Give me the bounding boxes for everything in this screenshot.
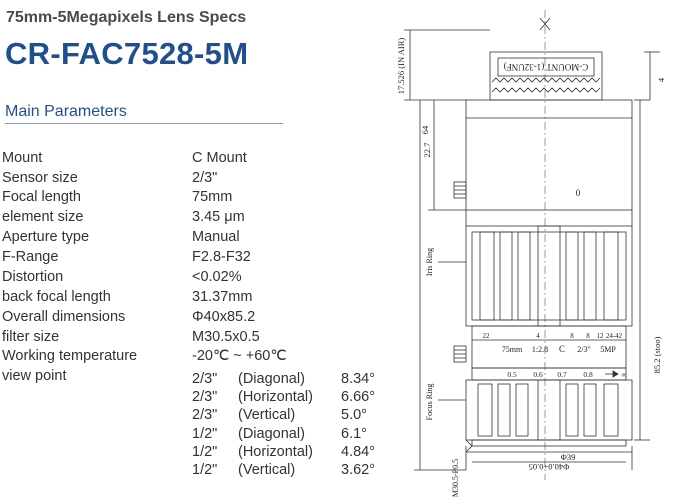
param-label: Focal length (2, 189, 81, 205)
section-heading: Main Parameters (5, 103, 127, 120)
view-angle: 4.84° (341, 444, 376, 460)
lens-marking: C (559, 344, 565, 354)
view-point-label: view point (2, 368, 67, 384)
param-label: Distortion (2, 269, 64, 285)
view-direction: (Vertical) (238, 407, 296, 423)
view-sensor-size: 1/2" (192, 462, 218, 478)
view-angle: 5.0° (341, 407, 367, 423)
view-direction: (Horizontal) (238, 389, 313, 405)
param-label: Aperture type (2, 229, 90, 245)
focus-scale-mark: 0.7 (557, 370, 567, 379)
diameter-dimension: Φ39 (561, 452, 576, 462)
focus-ring-label: Focus Ring (425, 384, 434, 421)
total-length-dimension: 85.2 (stoo) (652, 336, 662, 373)
lens-marking: 1:2.8 (532, 345, 548, 354)
lens-marking: 5MP (600, 345, 616, 354)
param-label: element size (2, 209, 84, 225)
lens-marking: 2/3" (577, 345, 591, 354)
param-value: F2.8-F32 (192, 249, 251, 265)
param-value: C Mount (192, 150, 247, 166)
focus-scale-mark: 0.5 (507, 370, 517, 379)
aperture-scale-mark: 8 (570, 332, 574, 340)
param-value: Φ40x85.2 (192, 309, 256, 325)
view-angle: 8.34° (341, 371, 376, 387)
param-value: 2/3" (192, 170, 218, 186)
param-value: -20℃ ~ +60℃ (192, 348, 287, 364)
param-value: 31.37mm (192, 289, 253, 305)
aperture-scale-mark: 24-42 (606, 332, 623, 340)
focus-scale-mark: ∞ (621, 370, 626, 379)
lens-marking: 75mm (502, 345, 523, 354)
focus-scale-mark: 0.8 (583, 370, 593, 379)
aperture-scale-mark: 4 (536, 332, 540, 340)
aperture-scale-mark: 22 (483, 332, 491, 340)
view-angle: 3.62° (341, 462, 376, 478)
view-angle: 6.66° (341, 389, 376, 405)
aperture-scale-mark: 8 (586, 332, 590, 340)
focus-scale-mark: 0.6 (533, 370, 543, 379)
param-label: Mount (2, 150, 43, 166)
iris-ring-label: Iris Ring (425, 248, 434, 276)
view-angle: 6.1° (341, 426, 367, 442)
model-title: CR-FAC7528-5M (5, 36, 249, 71)
view-sensor-size: 2/3" (192, 389, 218, 405)
mount-thread-label: C-MOUNT (1-32UNF) (504, 62, 589, 72)
param-value: 75mm (192, 189, 233, 205)
view-direction: (Horizontal) (238, 444, 313, 460)
outer-diameter-dimension: Φ40.0+0.05 (529, 462, 570, 472)
view-sensor-size: 2/3" (192, 407, 218, 423)
param-value: <0.02% (192, 269, 242, 285)
spec-subtitle: 75mm-5Megapixels Lens Specs (6, 9, 247, 26)
view-sensor-size: 1/2" (192, 444, 218, 460)
aperture-scale-mark: 12 (597, 332, 605, 340)
view-direction: (Diagonal) (238, 371, 305, 387)
view-sensor-size: 2/3" (192, 371, 218, 387)
barrel-section-dimension: 22.7 (422, 143, 432, 158)
param-label: Working temperature (2, 348, 138, 364)
zero-mark: 0 (576, 188, 581, 198)
view-direction: (Vertical) (238, 462, 296, 478)
param-value: Manual (192, 229, 240, 245)
param-value: 3.45 μm (192, 209, 245, 225)
back-focus-dimension: 17.526 (IN AIR) (396, 38, 406, 95)
barrel-length-dimension: 64 (420, 125, 430, 134)
view-sensor-size: 1/2" (192, 426, 218, 442)
param-label: Sensor size (2, 170, 78, 186)
param-label: filter size (2, 329, 60, 345)
param-label: F-Range (2, 249, 59, 265)
flange-dimension: 4 (656, 77, 666, 82)
param-value: M30.5x0.5 (192, 329, 260, 345)
filter-thread-dimension: M30.5-P0.5 (451, 459, 460, 497)
lens-technical-drawing: C-MOUNT (1-32UNF) 17.526 (IN AIR) 4 64 2… (396, 10, 666, 497)
section-divider (5, 123, 283, 124)
param-label: Overall dimensions (2, 309, 126, 325)
view-direction: (Diagonal) (238, 426, 305, 442)
param-label: back focal length (2, 289, 111, 305)
